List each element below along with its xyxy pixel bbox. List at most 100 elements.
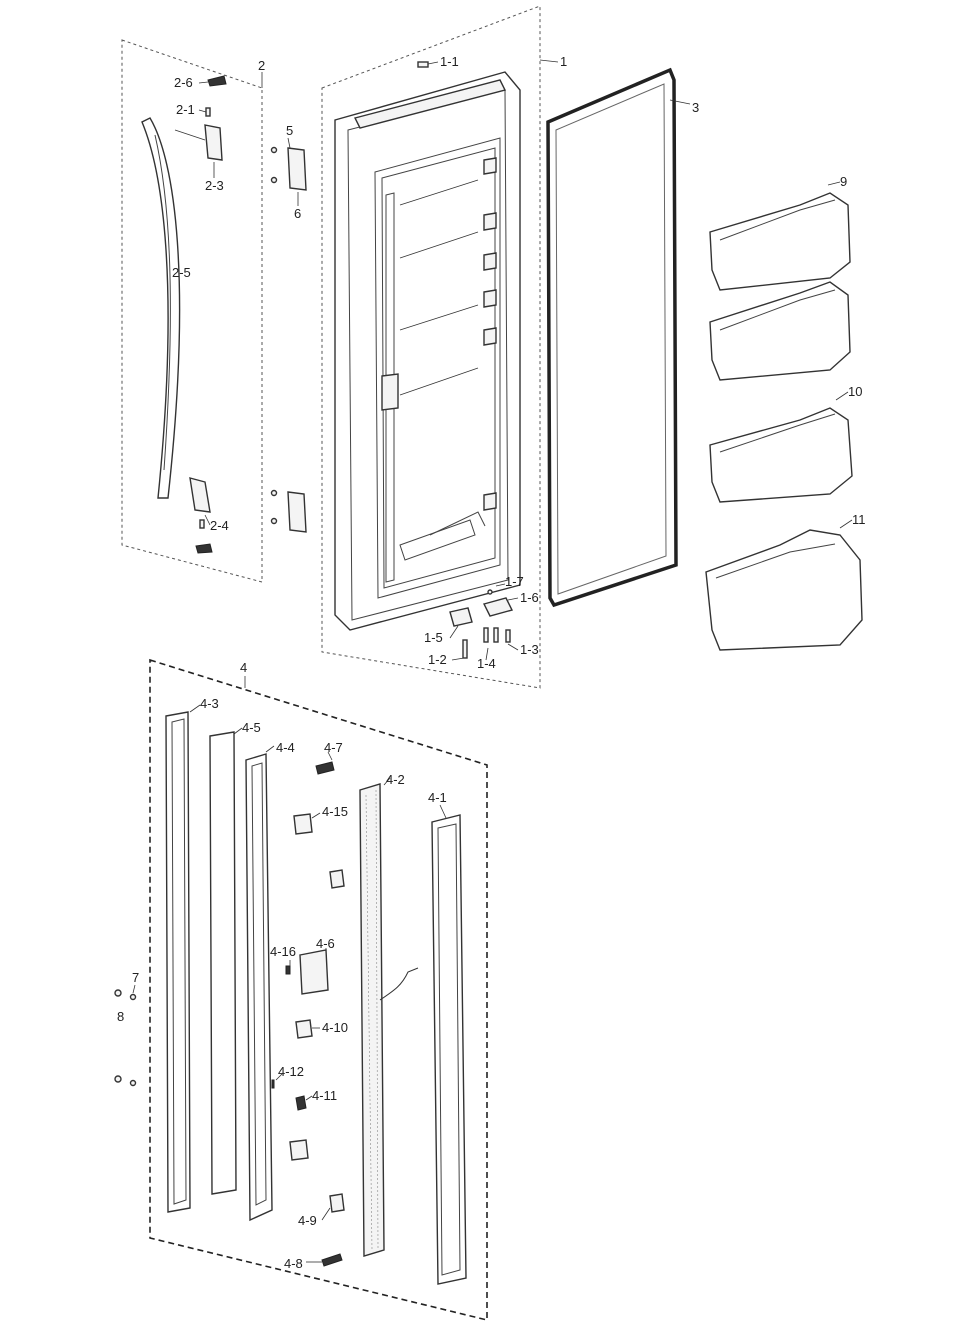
frame-4-4 xyxy=(245,753,273,1222)
label-1-3: 1-3 xyxy=(520,642,539,657)
screw-2-4 xyxy=(199,519,205,529)
hinge-screw-top-2 xyxy=(270,176,278,184)
label-4-12: 4-12 xyxy=(278,1064,304,1079)
washer-8-top xyxy=(114,989,122,997)
handle-upper-cap xyxy=(204,124,223,161)
label-4-5: 4-5 xyxy=(242,720,261,735)
frame-4-1 xyxy=(431,814,467,1285)
part-4-9 xyxy=(329,1193,345,1213)
clip-lower xyxy=(195,543,213,554)
bracket-lower xyxy=(289,1139,309,1161)
handle-lower-cap xyxy=(189,477,211,513)
label-4-11: 4-11 xyxy=(312,1088,337,1103)
label-8: 8 xyxy=(117,1009,124,1024)
label-4-2: 4-2 xyxy=(386,772,405,787)
label-11: 11 xyxy=(852,512,866,527)
door-gasket xyxy=(546,67,678,608)
label-4-7: 4-7 xyxy=(324,740,343,755)
label-2-4: 2-4 xyxy=(210,518,229,533)
shelf-clip-4 xyxy=(483,289,497,308)
pin-1-4b xyxy=(493,627,499,643)
label-2: 2 xyxy=(258,58,265,73)
bracket-mid xyxy=(329,869,345,889)
bin-10 xyxy=(709,407,853,503)
label-4-10: 4-10 xyxy=(322,1020,348,1035)
door-mid-latch xyxy=(381,373,399,411)
label-4-9: 4-9 xyxy=(298,1213,317,1228)
label-1-5: 1-5 xyxy=(424,630,443,645)
leader-lines xyxy=(132,59,853,1263)
sheet-4-5 xyxy=(209,731,237,1195)
heater-strip-4-2 xyxy=(359,783,385,1257)
label-4-1: 4-1 xyxy=(428,790,447,805)
label-4: 4 xyxy=(240,660,247,675)
label-2-3: 2-3 xyxy=(205,178,224,193)
label-10: 10 xyxy=(848,384,862,399)
label-5: 5 xyxy=(286,123,293,138)
shelf-clip-3 xyxy=(483,252,497,271)
label-7: 7 xyxy=(132,970,139,985)
shelf-clip-2 xyxy=(483,212,497,231)
part-4-8 xyxy=(321,1253,343,1267)
bin-11 xyxy=(705,529,863,651)
part-4-12 xyxy=(271,1079,275,1089)
label-4-4: 4-4 xyxy=(276,740,295,755)
label-4-6: 4-6 xyxy=(316,936,335,951)
label-1-7: 1-7 xyxy=(505,574,524,589)
screw-1-1 xyxy=(417,61,429,68)
label-2-5: 2-5 xyxy=(172,265,191,280)
screw-4-16 xyxy=(285,965,291,975)
wire-harness xyxy=(379,967,419,1001)
handle-assembly-group xyxy=(121,39,263,583)
clip-2-6 xyxy=(207,75,227,87)
label-4-16: 4-16 xyxy=(270,944,296,959)
shelf-clip-5 xyxy=(483,327,497,346)
hinge-screw-bottom xyxy=(270,489,278,497)
label-2-1: 2-1 xyxy=(176,102,195,117)
label-1-2: 1-2 xyxy=(428,652,447,667)
washer-1-7 xyxy=(487,589,493,595)
screw-7-bottom xyxy=(129,1079,137,1087)
bracket-4-15 xyxy=(293,813,313,835)
label-1-4: 1-4 xyxy=(477,656,496,671)
bin-9-lower xyxy=(709,281,851,381)
label-9: 9 xyxy=(840,174,847,189)
bin-9-upper xyxy=(709,192,851,291)
frame-4-3 xyxy=(165,711,191,1213)
label-4-3: 4-3 xyxy=(200,696,219,711)
screw-1-3 xyxy=(505,629,511,643)
shelf-clip-6 xyxy=(483,492,497,511)
pin-1-4a xyxy=(483,627,489,643)
hinge-screw-bottom-2 xyxy=(270,517,278,525)
part-4-11 xyxy=(295,1095,307,1111)
hinge-lower xyxy=(287,491,307,533)
part-labels: 1 1-1 1-2 1-3 1-4 1-5 1-6 1-7 2 2-1 2-3 … xyxy=(117,54,866,1271)
label-4-8: 4-8 xyxy=(284,1256,303,1271)
door-assembly-group xyxy=(321,5,541,689)
handle-bar xyxy=(141,117,181,499)
pin-1-2 xyxy=(462,639,468,659)
label-2-6: 2-6 xyxy=(174,75,193,90)
bottom-hinge-1-5 xyxy=(449,607,473,627)
hinge-screw-top xyxy=(270,146,278,154)
door-bins-group xyxy=(705,192,863,651)
panel-assembly-group xyxy=(114,658,488,1322)
washer-8-bottom xyxy=(114,1075,122,1083)
door-top-trim xyxy=(353,79,507,129)
part-4-10 xyxy=(295,1019,313,1039)
hinge-upper xyxy=(287,147,307,191)
bottom-plate-1-6 xyxy=(482,597,514,617)
label-6: 6 xyxy=(294,206,301,221)
screw-2-1 xyxy=(205,107,211,117)
label-1-6: 1-6 xyxy=(520,590,539,605)
switch-4-6 xyxy=(299,949,329,995)
label-4-15: 4-15 xyxy=(322,804,348,819)
shelf-clip-1 xyxy=(483,157,497,175)
label-1-1: 1-1 xyxy=(440,54,459,69)
door-outer-panel xyxy=(334,71,521,631)
part-4-7 xyxy=(315,761,335,775)
label-3: 3 xyxy=(692,100,699,115)
label-1: 1 xyxy=(560,54,567,69)
screw-7-top xyxy=(129,993,137,1001)
